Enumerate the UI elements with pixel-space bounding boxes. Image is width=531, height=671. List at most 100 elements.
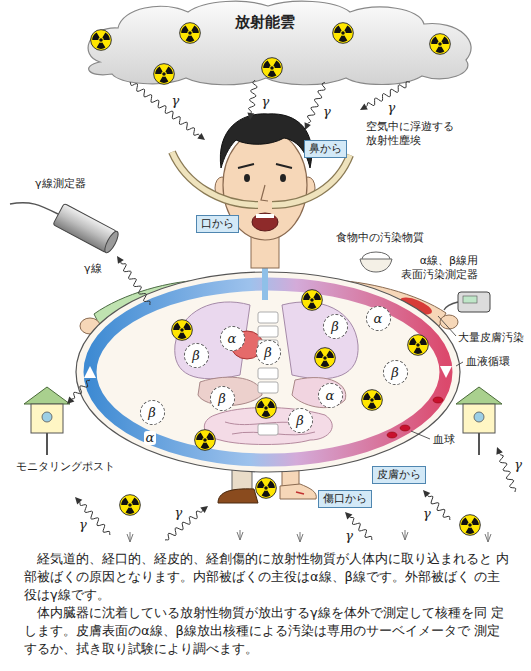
- head: [244, 174, 250, 182]
- gamma-label: γ: [423, 506, 431, 521]
- surface-meter: [463, 296, 477, 303]
- gamma-ray: [165, 510, 203, 540]
- gamma-ray: [72, 380, 90, 399]
- node-text: 口から: [201, 217, 234, 230]
- monitoring-post: [456, 387, 502, 404]
- arm: [440, 315, 458, 329]
- rice-bowl: [360, 259, 392, 272]
- label-text: γ: [175, 505, 183, 520]
- label-text: α線、β線用 表面汚染測定器: [401, 254, 478, 281]
- ray-circle: β: [383, 360, 408, 385]
- arrowhead: [247, 113, 254, 120]
- label-text: γ線測定器: [35, 177, 86, 190]
- body: [90, 284, 446, 460]
- body: [258, 382, 278, 393]
- radiation-symbol: [333, 23, 354, 44]
- rice-bowl: [360, 252, 392, 272]
- radiation-symbol: [91, 23, 481, 536]
- arrowhead: [75, 497, 82, 505]
- head: [261, 185, 268, 201]
- body: [387, 432, 397, 438]
- gamma-detector: [53, 203, 121, 254]
- label-text: γ: [388, 100, 396, 115]
- arrowhead: [200, 506, 208, 513]
- grass: [127, 530, 491, 542]
- label-text: γ: [423, 506, 431, 521]
- arrowhead: [197, 133, 205, 140]
- gamma-label: γ: [345, 528, 353, 543]
- caption-text: 経気道的、経口的、経皮的、経創傷的に放射性物質が人体内に取り込まれると 内部被ば…: [24, 551, 509, 602]
- ray-circle: β: [210, 386, 235, 411]
- gamma-detector: [10, 203, 58, 214]
- arrowhead: [305, 122, 311, 130]
- body: [282, 302, 358, 379]
- radiation-symbol: [362, 390, 383, 411]
- gamma-ray: [428, 495, 450, 520]
- grass: [402, 530, 408, 540]
- arrowhead: [423, 490, 430, 498]
- gamma-ray: [130, 82, 200, 136]
- label-text: 空気中に浮遊する 放射性塵埃: [366, 120, 454, 147]
- gamma-label: γ: [175, 505, 183, 520]
- gamma-label: γ: [514, 457, 522, 472]
- gamma-ray: [249, 80, 258, 113]
- node-text: α: [374, 311, 383, 326]
- body: [440, 366, 452, 378]
- radiation-symbol: [256, 398, 277, 419]
- label-text: 血球: [433, 433, 455, 446]
- entry-box: 傷口から: [318, 490, 372, 508]
- monitoring-post: [46, 433, 48, 455]
- leg: [296, 492, 304, 494]
- monitoring-post: [474, 412, 484, 422]
- node-text: β: [192, 348, 200, 363]
- radiation-symbol: [302, 290, 323, 311]
- cloud-title: 放射能雲: [233, 13, 297, 32]
- paragraph: 体内臓器に沈着している放射性物質が放出するγ線を体外で測定して核種を同 定します…: [24, 604, 510, 658]
- ray-circle: α: [366, 306, 391, 331]
- ray-circle: β: [256, 340, 281, 365]
- arrowhead: [345, 512, 352, 520]
- node-text: 皮膚から: [377, 468, 421, 481]
- nose-tube: [172, 152, 258, 205]
- monitoring-post: [478, 433, 480, 455]
- node-text: β: [218, 391, 226, 406]
- radiation-symbol: [460, 515, 481, 536]
- radiation-symbol: [180, 23, 201, 44]
- head: [280, 174, 286, 182]
- radiation-symbol: [430, 34, 451, 55]
- monitoring-post: [463, 404, 495, 433]
- annotation: 血液循環: [466, 355, 510, 369]
- label-text: γ: [262, 94, 270, 109]
- node-text: 放射能雲: [235, 13, 295, 31]
- gamma-ray: [500, 454, 516, 493]
- grass: [237, 530, 243, 540]
- label-text: γ: [514, 457, 522, 472]
- label-text: 大量皮膚汚染: [458, 331, 524, 344]
- label-text: γ: [323, 104, 331, 119]
- gamma-label: γ: [172, 93, 180, 108]
- entry-box: 鼻から: [304, 140, 347, 158]
- grass: [485, 532, 491, 542]
- body: [258, 312, 278, 323]
- radiation-symbol: [262, 58, 283, 79]
- head: [256, 214, 274, 218]
- entry-box: 口から: [196, 215, 239, 233]
- radiation-symbol: [154, 64, 175, 85]
- arrowhead: [117, 256, 124, 264]
- annotation: γ線測定器: [35, 177, 86, 191]
- annotation: 空気中に浮遊する 放射性塵埃: [366, 120, 465, 148]
- gamma-ray: [308, 82, 326, 124]
- body: [175, 302, 250, 379]
- annotation: γ線: [84, 262, 102, 276]
- label-text: γ: [79, 517, 87, 532]
- body: [258, 368, 278, 379]
- nose-tube: [272, 155, 350, 205]
- surface-meter: [458, 292, 490, 312]
- arrowhead: [496, 447, 502, 455]
- leader-line: [438, 316, 456, 336]
- label-text: 血液循環: [466, 355, 510, 368]
- node-text: β: [296, 413, 304, 428]
- label-text: γ: [172, 93, 180, 108]
- arrowhead: [360, 104, 368, 111]
